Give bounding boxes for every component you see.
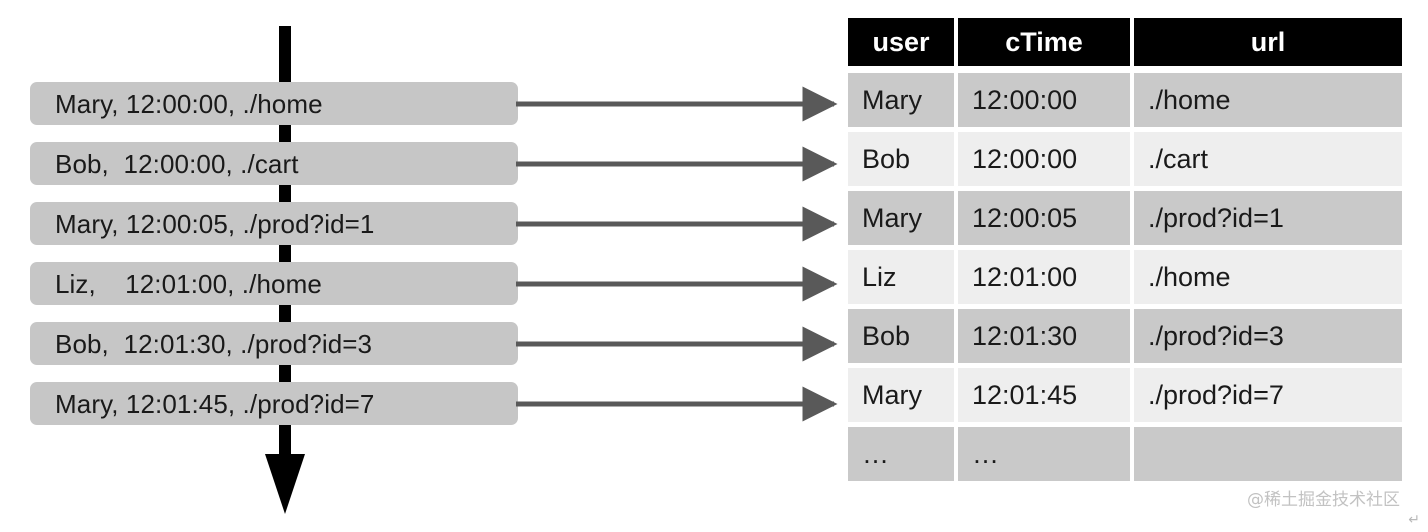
table-row[interactable]: Liz 12:01:00 ./home <box>848 250 1402 304</box>
cell-user: Bob <box>848 309 954 363</box>
event-text: Mary, 12:01:45, ./prod?id=7 <box>55 388 375 419</box>
event-box[interactable]: Bob, 12:00:00, ./cart <box>30 142 518 185</box>
cell-user: … <box>848 427 954 481</box>
event-box[interactable]: Mary, 12:01:45, ./prod?id=7 <box>30 382 518 425</box>
cell-url: ./prod?id=1 <box>1134 191 1402 245</box>
paragraph-mark-icon: ↵ <box>1408 511 1420 527</box>
cell-user: Mary <box>848 73 954 127</box>
cell-ctime: 12:01:00 <box>958 250 1130 304</box>
table-header-row: user cTime url <box>848 18 1402 66</box>
event-text: Bob, 12:01:30, ./prod?id=3 <box>55 328 373 359</box>
cell-url: ./home <box>1134 73 1402 127</box>
table-row[interactable]: Mary 12:01:45 ./prod?id=7 <box>848 368 1402 422</box>
cell-url <box>1134 427 1402 481</box>
event-stream: Mary, 12:00:00, ./home Bob, 12:00:00, ./… <box>30 82 520 430</box>
cell-user: Mary <box>848 368 954 422</box>
cell-user: Bob <box>848 132 954 186</box>
cell-ctime: 12:00:00 <box>958 132 1130 186</box>
event-box[interactable]: Bob, 12:01:30, ./prod?id=3 <box>30 322 518 365</box>
event-box[interactable]: Mary, 12:00:05, ./prod?id=1 <box>30 202 518 245</box>
table-row[interactable]: Mary 12:00:05 ./prod?id=1 <box>848 191 1402 245</box>
event-text: Bob, 12:00:00, ./cart <box>55 148 299 179</box>
cell-ctime: … <box>958 427 1130 481</box>
column-header-ctime[interactable]: cTime <box>958 18 1130 66</box>
event-text: Mary, 12:00:00, ./home <box>55 88 323 119</box>
cell-user: Liz <box>848 250 954 304</box>
event-box[interactable]: Mary, 12:00:00, ./home <box>30 82 518 125</box>
connector-arrows <box>516 86 838 422</box>
column-header-user[interactable]: user <box>848 18 954 66</box>
table-row[interactable]: Bob 12:00:00 ./cart <box>848 132 1402 186</box>
cell-url: ./home <box>1134 250 1402 304</box>
watermark: @稀土掘金技术社区 <box>1247 490 1400 510</box>
table-row[interactable]: Mary 12:00:00 ./home <box>848 73 1402 127</box>
cell-url: ./cart <box>1134 132 1402 186</box>
event-text: Liz, 12:01:00, ./home <box>55 268 322 299</box>
cell-user: Mary <box>848 191 954 245</box>
record-table: user cTime url Mary 12:00:00 ./home Bob … <box>848 18 1402 486</box>
cell-ctime: 12:00:05 <box>958 191 1130 245</box>
cell-url: ./prod?id=3 <box>1134 309 1402 363</box>
column-header-url[interactable]: url <box>1134 18 1402 66</box>
cell-ctime: 12:00:00 <box>958 73 1130 127</box>
cell-ctime: 12:01:30 <box>958 309 1130 363</box>
table-row[interactable]: Bob 12:01:30 ./prod?id=3 <box>848 309 1402 363</box>
table-row-ellipsis: … … <box>848 427 1402 481</box>
cell-ctime: 12:01:45 <box>958 368 1130 422</box>
cell-url: ./prod?id=7 <box>1134 368 1402 422</box>
event-text: Mary, 12:00:05, ./prod?id=1 <box>55 208 375 239</box>
event-box[interactable]: Liz, 12:01:00, ./home <box>30 262 518 305</box>
